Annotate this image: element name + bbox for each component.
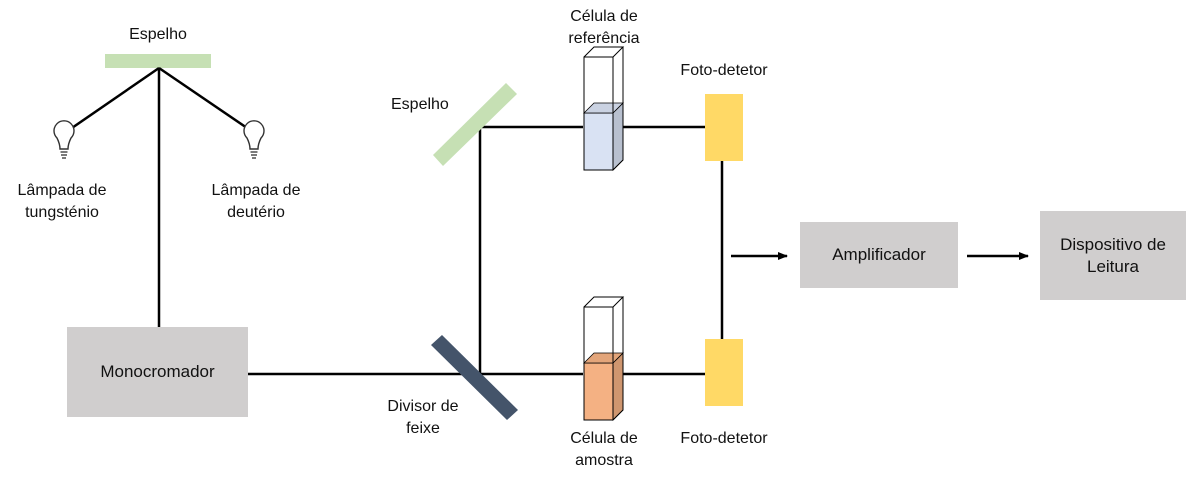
- readout-label: Dispositivo de Leitura: [1040, 211, 1186, 300]
- deuterium-lamp-label-line2: deutério: [227, 204, 285, 221]
- lightbulb-icon: [243, 120, 265, 159]
- reference-cell: [583, 46, 625, 171]
- deuterium-lamp-label: Lâmpada de deutério: [186, 180, 326, 224]
- reference-cell-label-line1: Célula de: [570, 8, 638, 25]
- bottom-photodetector-label: Foto-detetor: [680, 430, 768, 447]
- deuterium-lamp-label-line1: Lâmpada de: [211, 182, 301, 199]
- top-mirror-label: Espelho: [129, 26, 187, 43]
- reference-cell-label: Célula de referência: [549, 6, 659, 50]
- tungsten-lamp-label-line2: tungsténio: [25, 204, 99, 221]
- sample-cell: [583, 296, 625, 421]
- tungsten-lamp-label-line1: Lâmpada de: [17, 182, 107, 199]
- reference-cell-label-line2: referência: [568, 30, 640, 47]
- monochromator-box: [67, 327, 248, 417]
- amplifier-box: [800, 222, 958, 288]
- readout-label-line1: Dispositivo de: [1060, 234, 1166, 254]
- tungsten-lamp-label: Lâmpada de tungsténio: [2, 180, 122, 224]
- amplifier-label: Amplificador: [832, 245, 926, 264]
- readout-label-line2: Leitura: [1087, 256, 1139, 276]
- angled-mirror: [433, 83, 517, 166]
- beam-splitter-label-line1: Divisor de: [387, 398, 459, 415]
- top-mirror: [105, 54, 211, 68]
- beam-splitter-label: Divisor de feixe: [373, 396, 473, 440]
- bottom-photodetector: [705, 339, 743, 406]
- readout-box: [1040, 211, 1186, 300]
- angled-mirror-label: Espelho: [391, 96, 449, 113]
- top-photodetector: [705, 94, 743, 161]
- beam-splitter: [431, 335, 518, 420]
- sample-cell-label-line1: Célula de: [570, 430, 638, 447]
- lightbulb-icon: [53, 120, 75, 159]
- sample-cell-label: Célula de amostra: [549, 428, 659, 472]
- monochromator-label: Monocromador: [100, 362, 215, 381]
- sample-cell-label-line2: amostra: [575, 452, 633, 469]
- beam-deuterium-to-mirror: [158, 66, 251, 132]
- beam-splitter-label-line2: feixe: [406, 420, 440, 437]
- top-photodetector-label: Foto-detetor: [680, 62, 768, 79]
- beam-tungsten-to-mirror: [68, 66, 160, 132]
